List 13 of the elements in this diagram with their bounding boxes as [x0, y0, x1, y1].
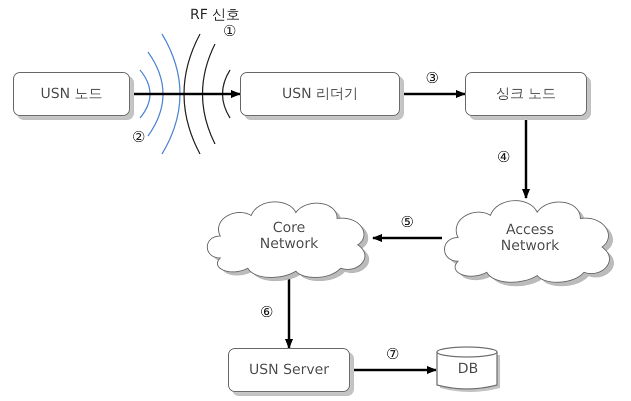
node-label: DB: [458, 361, 478, 377]
node-label: USN 리더기: [282, 85, 358, 103]
node-label: 싱크 노드: [496, 85, 556, 103]
node-label: USN Server: [249, 362, 329, 378]
callout-number: ②: [132, 128, 146, 146]
signal-label: RF 신호: [190, 6, 240, 24]
arrow: [285, 276, 293, 349]
node-label: USN 노드: [40, 85, 103, 103]
node-label: Core Network: [258, 220, 320, 252]
arrow: [372, 234, 442, 242]
callout-number: ①: [223, 22, 236, 40]
node-label: Access Network: [500, 222, 560, 254]
database-cylinder: [436, 346, 500, 392]
